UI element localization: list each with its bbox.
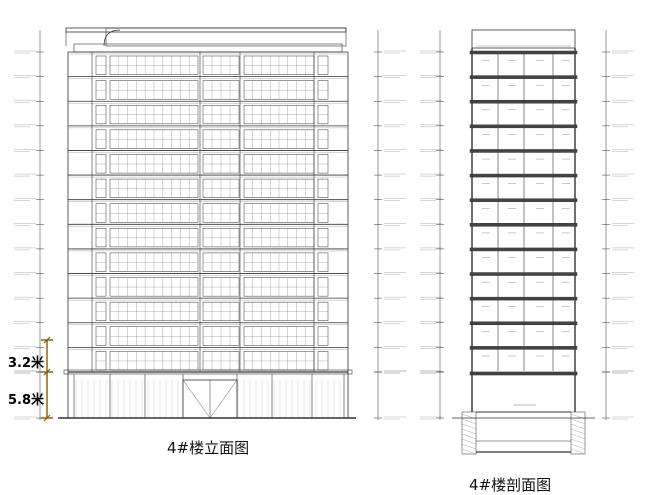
hatch (570, 438, 586, 445)
window-frame (317, 326, 329, 346)
section-floor-slab (469, 223, 578, 227)
elevation-caption: 4#楼立面图 (167, 439, 250, 457)
hatch (570, 443, 586, 450)
section-floor-slab (469, 272, 578, 276)
section-floor-slab (469, 247, 578, 252)
hatch (570, 423, 586, 430)
section-view (420, 29, 634, 455)
window-frame (95, 80, 107, 100)
window-frame (317, 252, 329, 272)
window-frame (317, 104, 329, 125)
window-frame (317, 301, 329, 322)
window-frame (95, 203, 107, 223)
hatch (570, 448, 586, 455)
window-frame (317, 277, 329, 297)
ground-floor-height-label: 5.8米 (8, 393, 45, 408)
section-floor-slab (469, 50, 578, 55)
window-frame (95, 301, 107, 322)
section-floor-slab (469, 124, 578, 129)
hatch (461, 448, 477, 455)
window-frame (95, 351, 107, 371)
window-frame (95, 55, 107, 75)
window-frame (95, 154, 107, 174)
hatch (570, 433, 586, 440)
window-frame (95, 129, 107, 149)
roof-band (73, 43, 343, 53)
section-floor-slab (469, 198, 578, 202)
section-roof-volume (471, 29, 576, 49)
roof-curved-edge (103, 29, 121, 47)
basement-wall-right (570, 411, 586, 455)
hatch (461, 423, 477, 430)
basement-wall-left (461, 411, 477, 455)
window-frame (317, 178, 329, 198)
door-swing (182, 379, 211, 419)
window-frame (317, 55, 329, 75)
dimension-lines (41, 336, 53, 422)
window-frame (95, 178, 107, 198)
section-floor-slab (469, 75, 578, 79)
window-frame (317, 154, 329, 174)
window-frame (95, 326, 107, 346)
window-frame (317, 203, 329, 223)
window-frame (317, 351, 329, 371)
section-floor-slab (469, 321, 578, 326)
hatch (461, 443, 477, 450)
dimension-slash (43, 336, 51, 422)
window-frame (95, 277, 107, 297)
hatch (461, 438, 477, 445)
hatch (461, 418, 477, 425)
canopy (63, 369, 353, 375)
window-frame (317, 228, 329, 248)
roof-top-volume (105, 27, 347, 47)
upper-floor-height-label: 3.2米 (8, 356, 45, 371)
window-frame (95, 252, 107, 272)
hatch (461, 433, 477, 440)
section-floor-slab (469, 296, 578, 301)
section-floor-slab (469, 149, 578, 153)
section-floor-slab (469, 99, 578, 104)
section-floor-slab (469, 173, 578, 178)
hatch (570, 428, 586, 435)
hatch (461, 428, 477, 435)
elevation-view (14, 27, 406, 420)
window-frame (317, 129, 329, 149)
section-caption: 4#楼剖面图 (469, 476, 552, 494)
window-frame (317, 80, 329, 100)
window-frame (95, 104, 107, 125)
section-podium-slab (469, 371, 578, 376)
door-swing (209, 379, 238, 419)
hatch (570, 418, 586, 425)
window-frame (95, 228, 107, 248)
roof-parapet (65, 27, 347, 33)
section-floor-slab (469, 346, 578, 350)
